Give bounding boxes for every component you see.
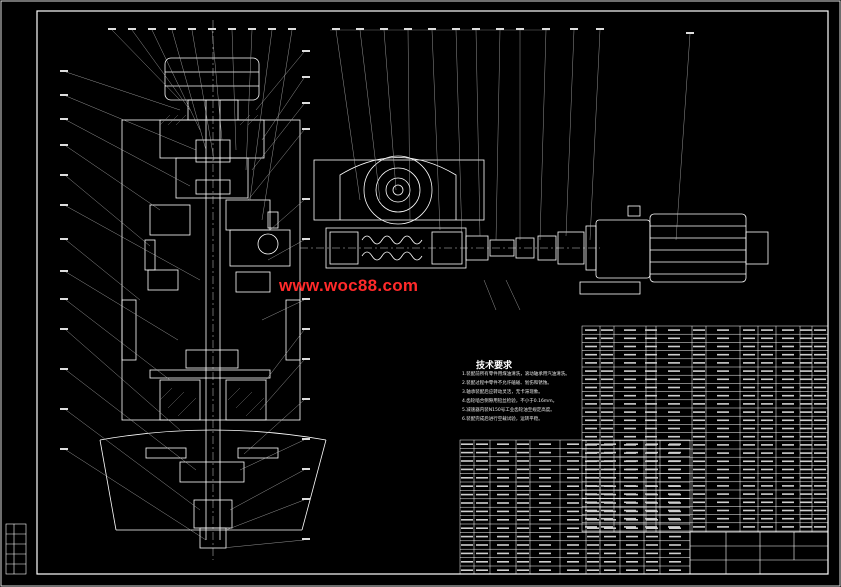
tech-requirement-3: 3.轴承装配后应转动灵活，无卡滞现象。 (462, 390, 543, 395)
tech-requirement-2: 2.装配过程中零件不允许磕碰、划伤和锈蚀。 (462, 381, 552, 386)
parts-list-table-lower (459, 439, 691, 575)
title-block (689, 531, 829, 575)
tech-requirement-1: 1.装配前所有零件用煤油清洗，滚动轴承用汽油清洗。 (462, 372, 570, 377)
electric-motor (579, 205, 769, 295)
worm-gear-reducer (300, 155, 600, 269)
coupling (465, 231, 585, 265)
tech-requirements-title: 技术要求 (476, 361, 513, 371)
balloon-marks (60, 28, 694, 540)
tech-requirement-4: 4.齿轮啮合侧隙用铅丝检验，不小于0.16mm。 (462, 399, 558, 404)
revision-block (5, 523, 27, 575)
vertical-assembly (99, 20, 327, 560)
leader-lines-left (65, 29, 293, 541)
inner-frame (36, 10, 829, 575)
parts-list-table (581, 325, 829, 533)
section-hatching (159, 114, 265, 417)
tech-requirement-6: 6.装配完成后进行空载试验，运转平稳。 (462, 417, 543, 422)
leader-lines-top-right (330, 29, 691, 311)
watermark-text: www.woc88.com (279, 276, 419, 295)
tech-requirement-5: 5.减速器内装N150号工业齿轮油至规定高度。 (462, 408, 555, 413)
leader-lines-right (221, 51, 305, 549)
